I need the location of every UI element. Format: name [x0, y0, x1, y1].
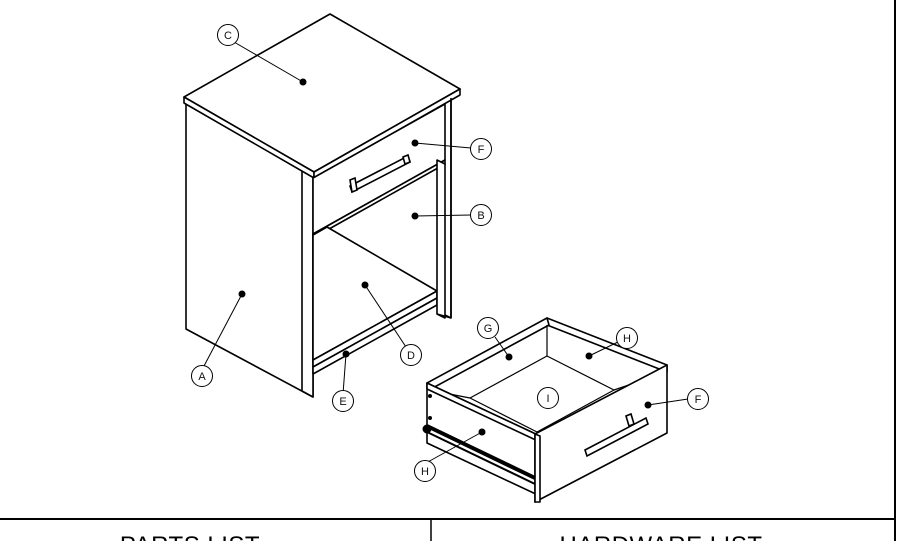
callout-f-top: F [470, 138, 492, 160]
svg-text:H: H [623, 333, 631, 345]
svg-text:F: F [695, 394, 702, 406]
drawer-back-panel [546, 317, 668, 373]
callout-h-side: H [414, 460, 436, 482]
top-panel-front-edge [313, 88, 461, 179]
callout-b: B [470, 204, 492, 226]
page-frame [0, 0, 896, 541]
svg-text:D: D [407, 350, 415, 362]
svg-text:E: E [339, 396, 346, 408]
hardware-list-heading: HARDWARE LIST [560, 532, 763, 541]
nightstand [183, 13, 461, 398]
callout-a: A [191, 365, 213, 387]
svg-text:B: B [477, 210, 484, 222]
leader-lines [203, 41, 689, 464]
callout-h-back: H [616, 327, 638, 349]
parts-list-heading: PARTS LIST [120, 532, 260, 541]
svg-text:A: A [198, 371, 206, 383]
left-panel-front-edge [301, 163, 314, 398]
drawer-handle [584, 412, 649, 458]
callout-i: I [537, 387, 559, 409]
lists-header-row: PARTS LIST HARDWARE LIST [120, 532, 763, 546]
svg-text:G: G [484, 323, 493, 335]
callout-d: D [400, 344, 422, 366]
svg-text:F: F [478, 144, 485, 156]
callout-c: C [217, 24, 239, 46]
svg-text:I: I [546, 393, 549, 405]
cabinet-drawer-handle [349, 153, 411, 194]
callout-e: E [332, 390, 354, 412]
svg-text:H: H [421, 466, 429, 478]
removed-drawer [426, 317, 668, 503]
drawer-front-edge [534, 433, 541, 503]
callout-bubbles: C F B A D E G H [191, 24, 709, 482]
drawer-slide-runner [422, 424, 536, 485]
callout-g: G [477, 317, 499, 339]
right-panel-front-edge [436, 159, 446, 319]
callout-f-drawer: F [687, 388, 709, 410]
svg-text:C: C [224, 30, 232, 42]
